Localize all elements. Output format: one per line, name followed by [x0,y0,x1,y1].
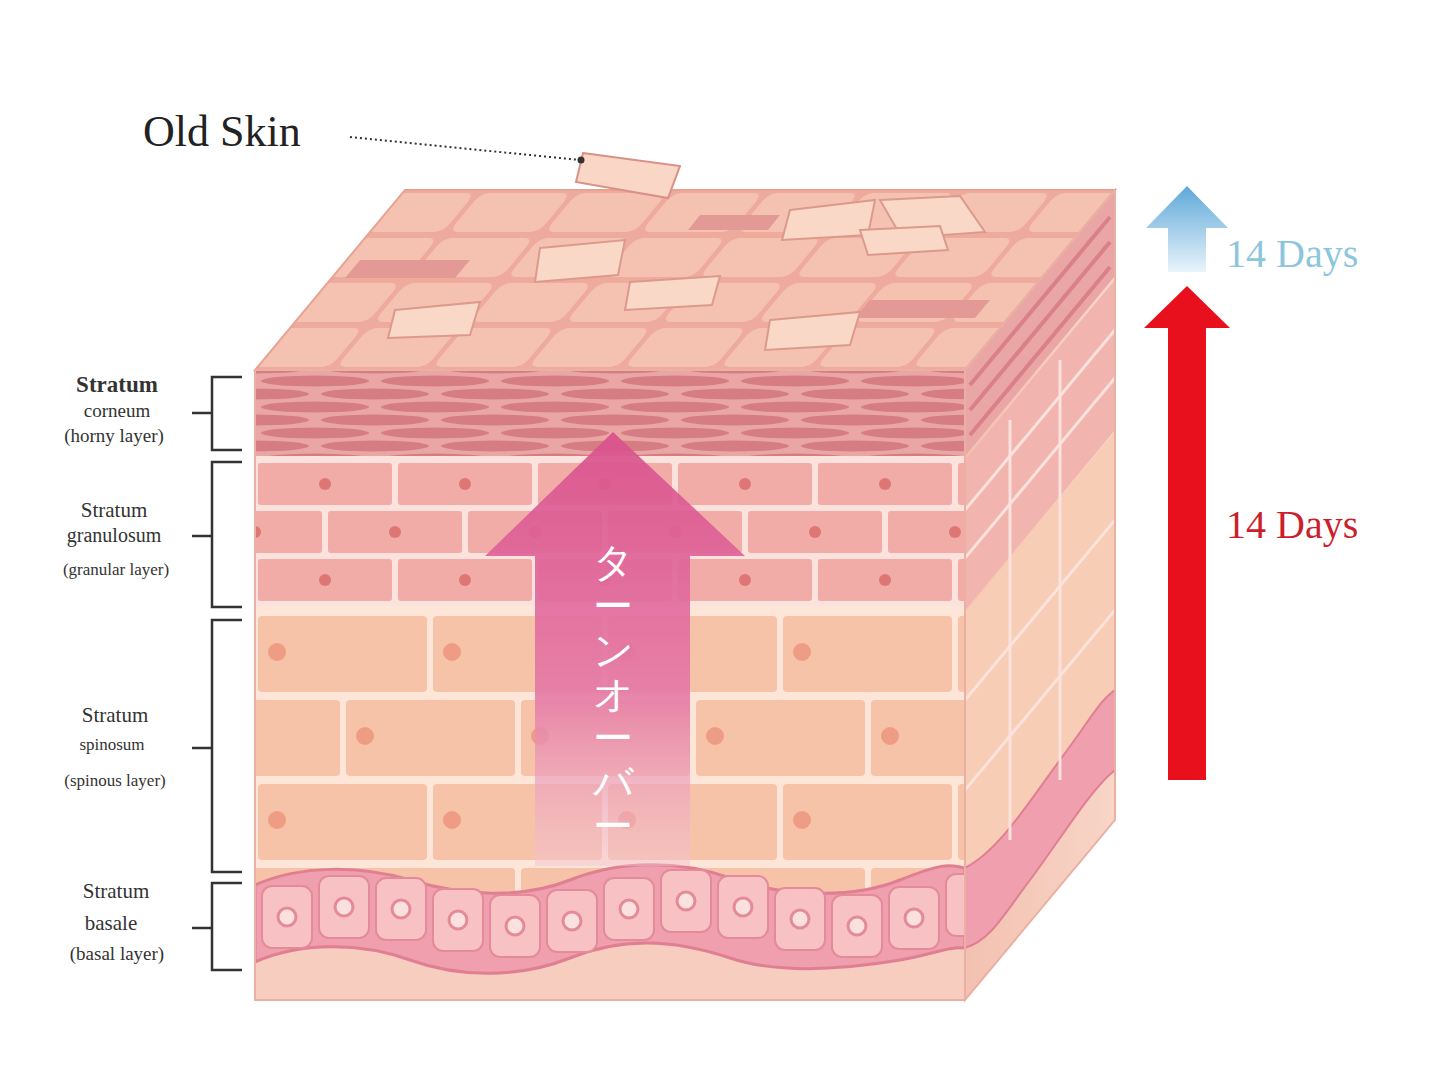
layer-name: spinosum [79,736,144,755]
layer-name: granulosum [67,524,161,546]
layer-name: corneum [84,401,150,422]
layer-name: basale [85,912,137,935]
layer-name: Stratum [81,499,148,522]
turnover-text: ターンオーバー [593,540,633,848]
duration-label: 14 Days [1226,503,1358,547]
layer-subtitle: (basal layer) [70,944,164,965]
layer-subtitle: (horny layer) [64,426,164,447]
layer-subtitle: (granular layer) [63,561,169,580]
layer-name: Stratum [82,704,149,727]
layer-name: Stratum [83,880,150,903]
duration-label: 14 Days [1226,232,1358,276]
layer-subtitle: (spinous layer) [64,772,166,791]
layer-name: Stratum [76,372,158,397]
callout-label: Old Skin [143,108,301,156]
